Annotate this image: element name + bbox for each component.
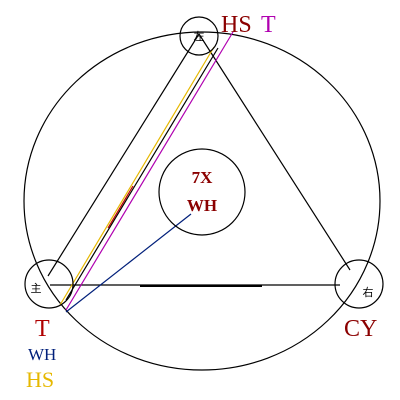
edge-left-top <box>47 33 200 277</box>
line-red <box>107 185 134 229</box>
label-left-t: T <box>35 316 50 342</box>
node-top-circle <box>179 16 219 56</box>
label-left-wh: WH <box>28 345 56 364</box>
node-top-char: 左 <box>194 30 205 43</box>
line-gold <box>59 46 215 306</box>
line-magenta <box>65 31 234 311</box>
edge-top-right <box>198 33 351 271</box>
node-left-char: 主 <box>31 282 42 295</box>
edge-left-top-parallel <box>65 47 219 301</box>
line-navy <box>65 213 192 313</box>
node-right-circle <box>334 259 384 309</box>
node-right-char: 右 <box>363 285 374 299</box>
label-top-t: T <box>261 12 276 38</box>
center-circle <box>158 148 246 236</box>
label-top-hs: HS <box>221 12 252 38</box>
label-right-cy: CY <box>344 316 377 342</box>
node-left-circle <box>24 259 74 309</box>
outer-circle <box>23 31 381 371</box>
center-line-2: WH <box>187 196 217 215</box>
center-line-1: 7X <box>192 168 214 187</box>
label-left-hs: HS <box>26 367 54 392</box>
